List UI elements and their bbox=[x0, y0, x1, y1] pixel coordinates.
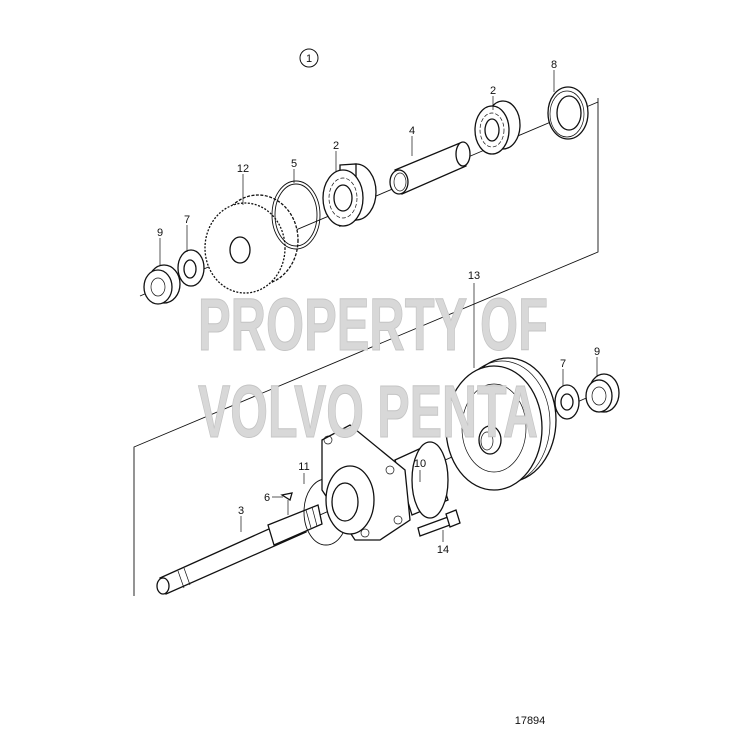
callout-gear: 12 bbox=[237, 163, 249, 175]
part-nut-lower bbox=[585, 373, 620, 413]
callout-washer: 7 bbox=[560, 358, 566, 370]
part-key bbox=[280, 492, 293, 502]
callout-nut: 9 bbox=[594, 346, 600, 358]
callout-bearing: 2 bbox=[490, 85, 496, 97]
callout-bearing: 2 bbox=[333, 140, 339, 152]
callout-washer: 7 bbox=[184, 214, 190, 226]
watermark: PROPERTY OF VOLVO PENTA bbox=[198, 283, 549, 454]
upper-callouts: 8 2 4 2 5 12 7 9 bbox=[157, 59, 557, 239]
callout-circlip: 5 bbox=[291, 158, 297, 170]
group-number: 1 bbox=[306, 53, 312, 65]
drawing-number: 17894 bbox=[515, 715, 546, 727]
callout-nut: 9 bbox=[157, 227, 163, 239]
part-washer-lower bbox=[554, 384, 580, 420]
part-sleeve bbox=[389, 141, 471, 195]
part-housing bbox=[321, 424, 449, 541]
part-washer-upper bbox=[177, 249, 205, 287]
leader-lines bbox=[159, 70, 598, 542]
callout-bolt: 14 bbox=[437, 544, 449, 556]
group-number-badge: 1 bbox=[299, 48, 319, 68]
part-bearing-2 bbox=[474, 100, 521, 155]
watermark-line-1: PROPERTY OF bbox=[198, 283, 548, 366]
part-circlip bbox=[271, 180, 321, 250]
part-bearing-1 bbox=[322, 163, 377, 227]
callout-seal: 8 bbox=[551, 59, 557, 71]
callout-key: 6 bbox=[264, 492, 270, 504]
callout-o-ring: 11 bbox=[298, 461, 309, 473]
part-nut-upper bbox=[143, 264, 181, 305]
callout-pulley: 13 bbox=[468, 270, 480, 282]
lower-callouts: 13 7 9 10 11 6 3 14 bbox=[238, 270, 600, 556]
part-seal bbox=[547, 86, 589, 140]
part-gear bbox=[204, 194, 299, 294]
callout-sleeve: 4 bbox=[409, 125, 415, 137]
part-bolt bbox=[417, 509, 461, 537]
watermark-line-2: VOLVO PENTA bbox=[198, 370, 538, 453]
part-shaft bbox=[156, 504, 323, 595]
callout-housing: 10 bbox=[414, 458, 426, 470]
part-pulley bbox=[445, 357, 557, 491]
callout-shaft: 3 bbox=[238, 505, 244, 517]
